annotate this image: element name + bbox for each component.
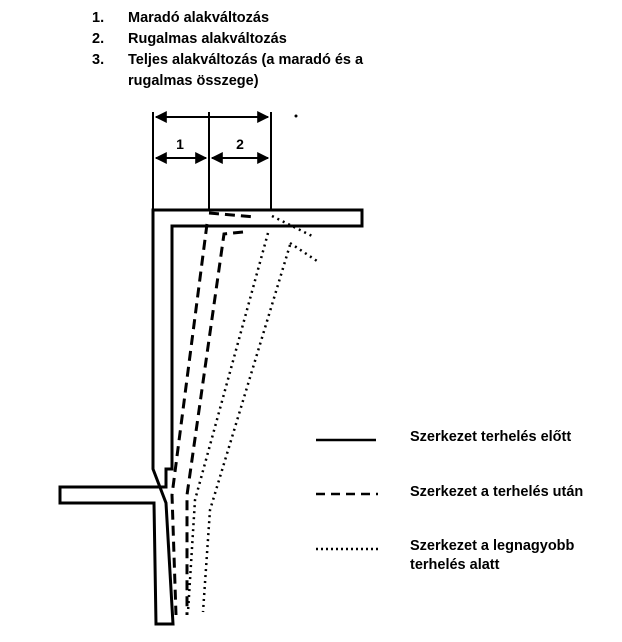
after-load-flange bbox=[208, 211, 256, 219]
list-text: Teljes alakváltozás (a maradó és a rugal… bbox=[128, 52, 364, 89]
legend-label-after-load: Szerkezet a terhelés után bbox=[410, 484, 584, 500]
dimension-label-1: 1 bbox=[176, 136, 184, 152]
list-text: Maradó alakváltozás bbox=[128, 10, 270, 26]
stray-dot bbox=[294, 114, 298, 118]
legend-label-max-load: Szerkezet a legnagyobb terhelés alatt bbox=[410, 538, 575, 573]
dimension-label-2: 2 bbox=[236, 136, 244, 152]
list-item: 3. Teljes alakváltozás (a maradó és a ru… bbox=[92, 50, 398, 92]
list-number: 2. bbox=[92, 31, 105, 47]
structure-after-load bbox=[170, 211, 256, 616]
after-load-right-edge bbox=[185, 230, 244, 615]
structure-before-load bbox=[58, 208, 364, 626]
list-number: 3. bbox=[92, 52, 105, 68]
max-load-left-edge bbox=[186, 232, 270, 613]
max-load-flange-top bbox=[271, 214, 313, 238]
dimension-lines bbox=[152, 111, 272, 210]
list-item: 1. Maradó alakváltozás bbox=[92, 8, 398, 29]
list-number: 1. bbox=[92, 10, 105, 26]
legend-label-before-load: Szerkezet terhelés előtt bbox=[410, 429, 572, 445]
max-load-flange-bottom bbox=[289, 241, 318, 263]
max-load-right-edge bbox=[201, 244, 292, 613]
list-item: 2. Rugalmas alakváltozás bbox=[92, 29, 398, 50]
after-load-left-edge bbox=[170, 223, 209, 616]
structure-under-max-load bbox=[186, 214, 318, 613]
list-text: Rugalmas alakváltozás bbox=[128, 31, 287, 47]
deformation-list: 1. Maradó alakváltozás 2. Rugalmas alakv… bbox=[92, 8, 398, 92]
